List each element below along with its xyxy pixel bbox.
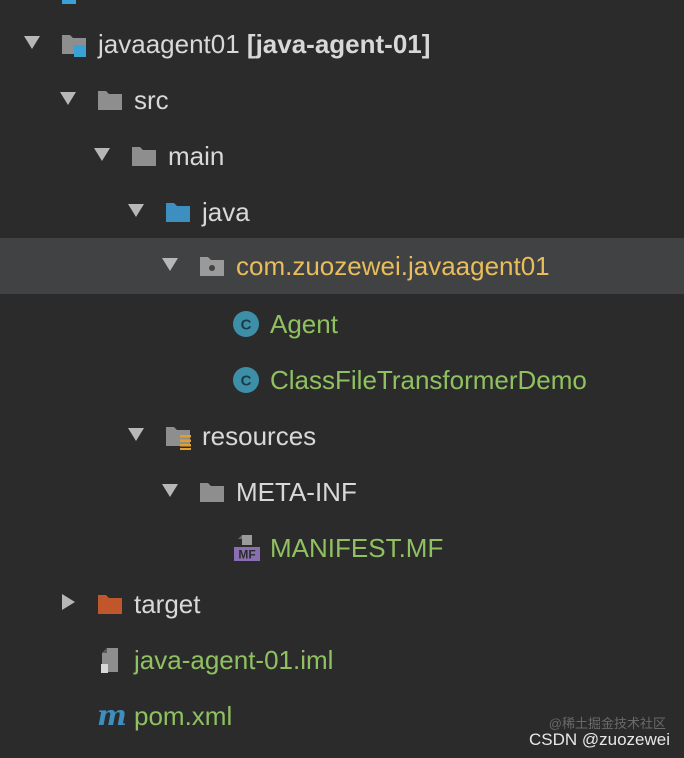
module-folder-icon (62, 35, 86, 57)
expand-arrow-icon[interactable] (162, 484, 178, 497)
tree-row-target[interactable]: target (0, 576, 684, 632)
file-label-manifest: MANIFEST.MF (270, 533, 444, 563)
svg-text:C: C (241, 373, 252, 390)
class-icon: C (233, 311, 259, 337)
maven-icon: m (97, 702, 127, 730)
expand-arrow-icon[interactable] (128, 204, 144, 217)
folder-label-meta-inf: META-INF (236, 477, 357, 507)
svg-text:m: m (97, 702, 127, 730)
collapse-arrow-icon[interactable] (62, 594, 75, 610)
folder-label-resources: resources (202, 421, 317, 451)
file-label-iml: java-agent-01.iml (134, 645, 334, 675)
folder-label-src: src (134, 85, 169, 115)
folder-label-java: java (202, 197, 250, 227)
module-name: javaagent01 (98, 29, 240, 59)
tree-row-main[interactable]: main (0, 128, 684, 184)
excluded-folder-icon (98, 595, 122, 614)
package-label: com.zuozewei.javaagent01 (236, 251, 550, 281)
folder-icon (98, 91, 122, 110)
package-folder-icon (200, 257, 224, 276)
expand-arrow-icon[interactable] (162, 258, 178, 271)
svg-text:C: C (241, 317, 252, 334)
module-label: javaagent01 [java-agent-01] (98, 29, 430, 59)
file-label-pom: pom.xml (134, 701, 233, 731)
tree-row-class-transformer[interactable]: C ClassFileTransformerDemo (0, 352, 684, 408)
tree-row-meta-inf[interactable]: META-INF (0, 464, 684, 520)
tree-row-resources[interactable]: resources (0, 408, 684, 464)
expand-arrow-icon[interactable] (24, 36, 40, 49)
tree-row-src[interactable]: src (0, 72, 684, 128)
class-icon: C (233, 367, 259, 393)
tree-row-manifest[interactable]: MF MANIFEST.MF (0, 520, 684, 576)
expand-arrow-icon[interactable] (128, 428, 144, 441)
watermark-juejin: @稀土掘金技术社区 (548, 716, 666, 731)
tree-row-pom[interactable]: m pom.xml (0, 688, 684, 744)
expand-arrow-icon[interactable] (94, 148, 110, 161)
tree-row-java[interactable]: java (0, 184, 684, 240)
tree-row-module[interactable]: javaagent01 [java-agent-01] (0, 16, 684, 72)
class-label-transformer: ClassFileTransformerDemo (270, 365, 587, 395)
tree-row-class-agent[interactable]: C Agent (0, 296, 684, 352)
folder-icon (200, 483, 224, 502)
folder-icon (132, 147, 156, 166)
svg-text:MF: MF (238, 548, 255, 562)
expand-arrow-icon[interactable] (60, 92, 76, 105)
source-folder-icon (166, 203, 190, 222)
watermark-csdn: CSDN @zuozewei (528, 730, 670, 749)
module-artifact: [java-agent-01] (246, 29, 431, 59)
folder-label-target: target (134, 589, 201, 619)
manifest-file-icon: MF (234, 535, 260, 562)
class-label-agent: Agent (270, 309, 338, 339)
resources-folder-icon (166, 427, 191, 450)
folder-label-main: main (168, 141, 225, 171)
iml-file-icon (101, 648, 118, 673)
previous-item-icon-stub (62, 0, 76, 4)
tree-row-package[interactable]: com.zuozewei.javaagent01 (0, 238, 684, 294)
tree-row-iml[interactable]: java-agent-01.iml (0, 632, 684, 688)
